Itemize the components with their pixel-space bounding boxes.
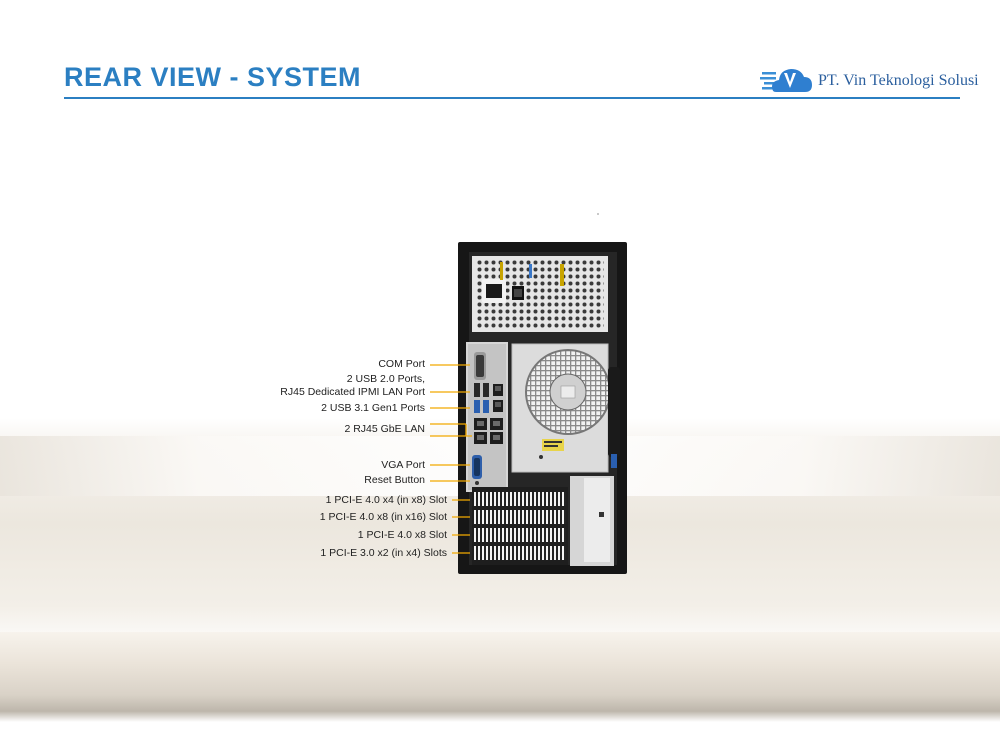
callout-label-gbe-lan: 2 RJ45 GbE LAN (344, 423, 425, 435)
background-floor-glow (0, 418, 1000, 653)
page-title: REAR VIEW - SYSTEM (64, 62, 362, 92)
callout-label-usb2-ports: 2 USB 2.0 Ports, (346, 373, 425, 385)
callout-label-pcie-slot-2: 1 PCI-E 4.0 x8 (in x16) Slot (319, 511, 447, 523)
callout-label-usb3-ports: 2 USB 3.1 Gen1 Ports (321, 402, 425, 414)
company-name: PT. Vin Teknologi Solusi (818, 72, 979, 89)
usb2-ipmi-block (474, 383, 503, 397)
cloud-v-logo-icon (760, 69, 812, 92)
callout-label-pcie-slot-4: 1 PCI-E 3.0 x2 (in x4) Slots (320, 547, 447, 559)
callout-label-com-port: COM Port (378, 358, 425, 370)
callout-label-reset-button: Reset Button (364, 474, 425, 486)
decorative-dot (597, 213, 599, 215)
com-port (474, 352, 486, 380)
power-supply-unit (472, 256, 608, 332)
background-ledge (0, 632, 1000, 722)
callout-label-vga-port: VGA Port (381, 459, 425, 471)
callout-label-pcie-slot-1: 1 PCI-E 4.0 x4 (in x8) Slot (325, 494, 447, 506)
callout-label-ipmi-lan: RJ45 Dedicated IPMI LAN Port (280, 386, 425, 398)
company-logo: PT. Vin Teknologi Solusi (760, 62, 990, 98)
usb3-block (474, 400, 503, 413)
callout-label-pcie-slot-3: 1 PCI-E 4.0 x8 Slot (357, 529, 447, 541)
title-underline (64, 97, 960, 99)
